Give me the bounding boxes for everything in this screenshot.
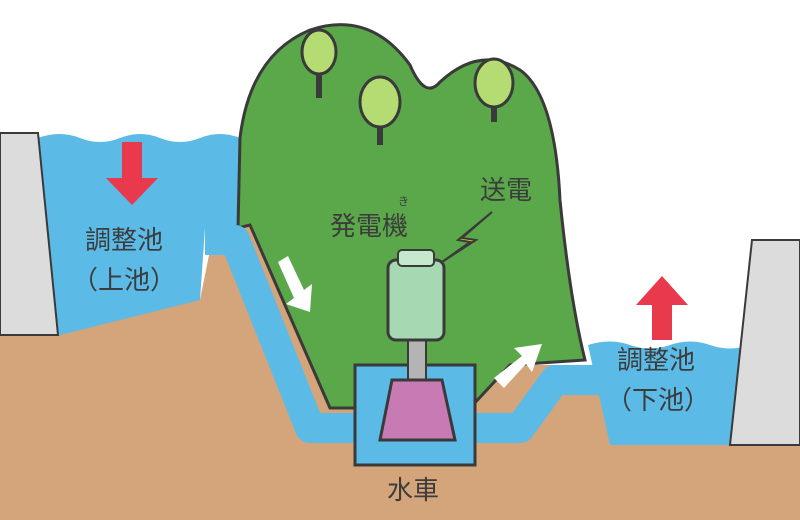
- tree: [358, 75, 402, 145]
- lightning-icon: [441, 211, 493, 263]
- generator-label: 発電機: [330, 212, 409, 242]
- ground: [0, 225, 800, 520]
- water-wheel-label: 水車: [387, 476, 440, 506]
- down-arrow: [106, 142, 158, 205]
- lower-pool-label: 調整池: [617, 346, 696, 376]
- mountain: [236, 23, 587, 410]
- upper-pool-label: 調整池: [85, 226, 164, 256]
- upper-dam: [0, 132, 60, 336]
- upper-pool-sublabel: （上池）: [72, 266, 177, 296]
- upper-pool-water: [38, 134, 240, 335]
- penstock: [205, 225, 610, 443]
- transmission-label: 送電: [480, 176, 533, 206]
- up-arrow: [636, 276, 688, 340]
- turbine-wheel: [378, 378, 457, 442]
- generator: [386, 249, 446, 342]
- tree: [473, 57, 515, 122]
- generator-ruby: き: [398, 195, 409, 208]
- flow-arrow-up: [494, 344, 542, 388]
- lower-pool-water: [588, 341, 750, 445]
- flow-arrow-down: [278, 256, 312, 312]
- tree: [300, 28, 338, 98]
- lower-pool-sublabel: （下池）: [606, 386, 711, 416]
- lower-dam: [728, 239, 800, 446]
